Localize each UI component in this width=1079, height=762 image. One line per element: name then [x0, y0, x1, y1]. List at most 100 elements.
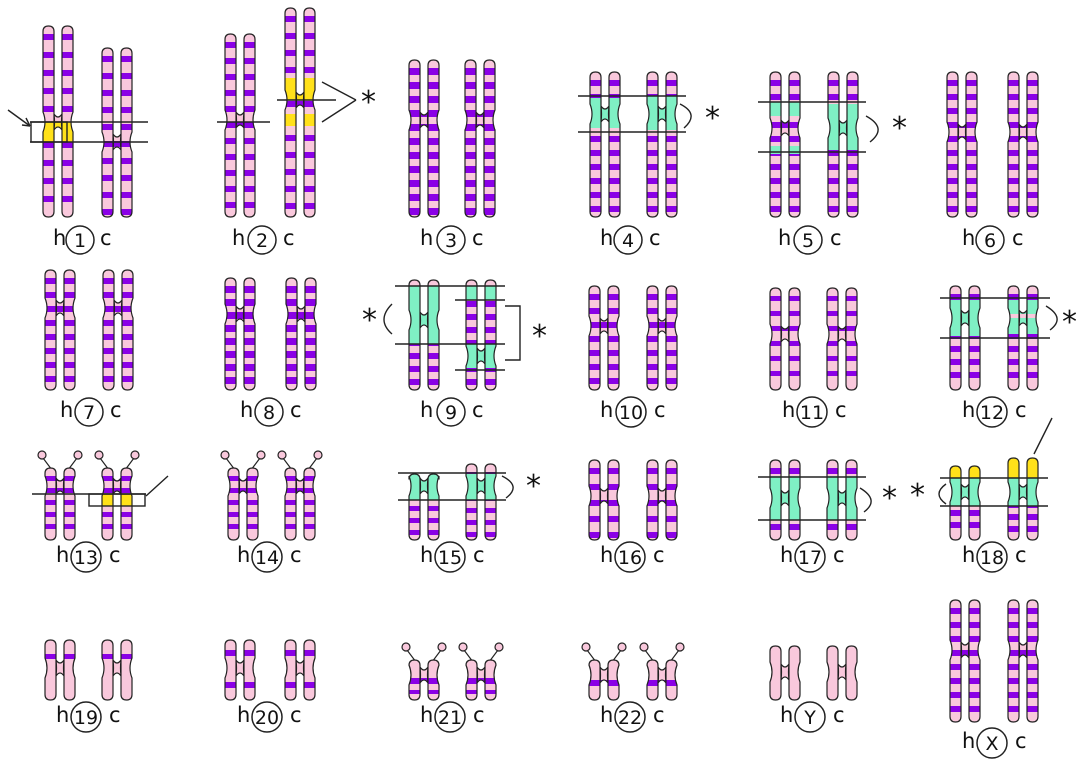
svg-text:c: c — [473, 703, 485, 727]
pair-19-label: h 19 c — [56, 702, 121, 732]
pair-16-label: h 16 c — [600, 542, 665, 572]
asterisk-marker: * — [882, 481, 897, 516]
annotations — [8, 82, 1057, 520]
chromosome — [825, 644, 859, 702]
pair-number: 5 — [802, 230, 814, 252]
svg-text:h: h — [780, 703, 793, 727]
highlight-box — [89, 494, 145, 506]
pair-number: 4 — [622, 230, 634, 252]
chromosome — [464, 278, 498, 392]
svg-text:c: c — [109, 703, 121, 727]
chromosome — [645, 458, 679, 542]
svg-text:h: h — [240, 398, 253, 422]
pair-number: 9 — [445, 402, 457, 424]
pair-number: 14 — [255, 547, 279, 569]
pair-number: 22 — [618, 707, 642, 729]
svg-text:h: h — [780, 543, 793, 567]
svg-text:c: c — [472, 398, 484, 422]
pair-number: 10 — [619, 402, 643, 424]
chromosome — [945, 70, 979, 219]
pair-9-label: h 9 c — [420, 398, 484, 426]
chromosome — [278, 451, 322, 542]
chromosome — [402, 643, 446, 702]
chromosome — [100, 638, 134, 702]
svg-text:h: h — [778, 226, 791, 250]
chromosome — [587, 458, 621, 542]
svg-text:c: c — [1015, 398, 1027, 422]
pair-number: Y — [803, 707, 816, 729]
chromosome — [223, 638, 257, 702]
pair-number: 21 — [438, 707, 462, 729]
pair-4-label: h 4 c — [600, 226, 661, 254]
pair-number: 11 — [800, 402, 824, 424]
asterisk-marker: * — [892, 111, 907, 146]
curved-arrow-icon — [939, 484, 946, 504]
svg-text:c: c — [283, 226, 295, 250]
svg-text:h: h — [53, 226, 66, 250]
chromosome — [283, 638, 317, 702]
pair-2-label: h 2 c — [232, 226, 295, 254]
svg-text:h: h — [420, 398, 433, 422]
chromosome — [38, 451, 82, 542]
svg-text:c: c — [1015, 729, 1027, 753]
chromosome — [459, 643, 503, 702]
chromosome — [587, 284, 621, 392]
svg-text:h: h — [420, 543, 433, 567]
pair-8-label: h 8 c — [240, 398, 302, 426]
chromosome — [645, 284, 679, 392]
curved-arrow-icon — [384, 304, 392, 334]
chromosome — [768, 458, 802, 542]
chromosome — [768, 644, 802, 702]
pair-number: 12 — [980, 402, 1004, 424]
svg-text:c: c — [290, 543, 302, 567]
chromosome-layer — [38, 6, 1040, 724]
pair-number: 6 — [984, 230, 996, 252]
curved-arrow-icon — [680, 104, 691, 128]
chromosome — [645, 70, 679, 219]
pair-number: 13 — [74, 547, 98, 569]
svg-text:c: c — [833, 543, 845, 567]
svg-text:h: h — [420, 703, 433, 727]
svg-text:h: h — [600, 703, 613, 727]
pair-number: 17 — [798, 547, 822, 569]
svg-text:h: h — [782, 398, 795, 422]
chromosome — [588, 70, 622, 219]
svg-text:c: c — [100, 226, 112, 250]
chromosome — [43, 268, 77, 392]
chromosome — [640, 643, 684, 702]
pair-X-label: h X c — [962, 728, 1027, 758]
pair-number: 16 — [618, 547, 642, 569]
svg-text:h: h — [237, 703, 250, 727]
pair-number: 19 — [74, 707, 98, 729]
svg-text:h: h — [56, 543, 69, 567]
pair-number: X — [985, 733, 998, 755]
arrow-icon — [1034, 418, 1052, 454]
pair-number: 2 — [256, 230, 268, 252]
chromosome — [768, 70, 802, 219]
svg-text:c: c — [472, 226, 484, 250]
chromosome — [464, 462, 498, 542]
svg-text:h: h — [962, 226, 975, 250]
asterisk-marker: * — [910, 478, 925, 513]
chromosome — [825, 286, 859, 392]
svg-text:h: h — [962, 543, 975, 567]
asterisk-marker: * — [1062, 305, 1077, 340]
svg-text:h: h — [600, 543, 613, 567]
chromosome — [582, 643, 626, 702]
pair-Y-label: h Y c — [780, 702, 845, 732]
svg-text:c: c — [1015, 543, 1027, 567]
svg-text:h: h — [232, 226, 245, 250]
curved-arrow-icon — [860, 488, 871, 512]
asterisk-marker: * — [705, 101, 720, 136]
svg-text:h: h — [600, 398, 613, 422]
arrow-icon — [322, 82, 356, 100]
pair-number: 3 — [445, 230, 457, 252]
svg-text:c: c — [290, 703, 302, 727]
chromosome — [407, 58, 441, 219]
chromosome — [948, 598, 982, 724]
pair-22-label: h 22 c — [600, 702, 665, 732]
arrow-head-icon — [22, 118, 30, 126]
pair-number: 20 — [255, 707, 279, 729]
svg-text:c: c — [830, 226, 842, 250]
